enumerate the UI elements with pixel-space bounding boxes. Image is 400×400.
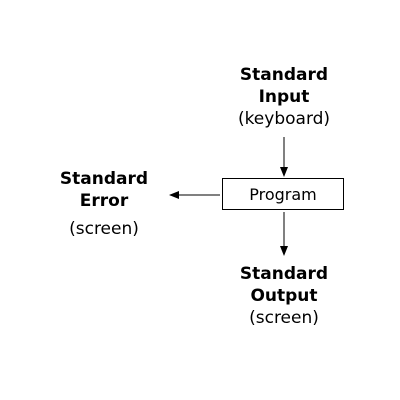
stdout-title-line2: Output [250,286,318,306]
stdin-title-line1: Standard [239,65,329,85]
standard-input-label: Standard Input (keyboard) [214,64,354,130]
stderr-title-line1: Standard [59,169,149,189]
stderr-device: (screen) [69,219,139,239]
stdin-title-line2: Input [258,87,310,107]
stdout-title-line1: Standard [239,264,329,284]
stdout-device: (screen) [249,308,319,328]
stderr-title-line2: Error [79,191,129,211]
program-label: Program [249,184,317,204]
standard-output-label: Standard Output (screen) [214,263,354,329]
standard-error-label: Standard Error (screen) [34,168,174,240]
program-box: Program [222,178,344,210]
stdin-device: (keyboard) [237,109,331,129]
